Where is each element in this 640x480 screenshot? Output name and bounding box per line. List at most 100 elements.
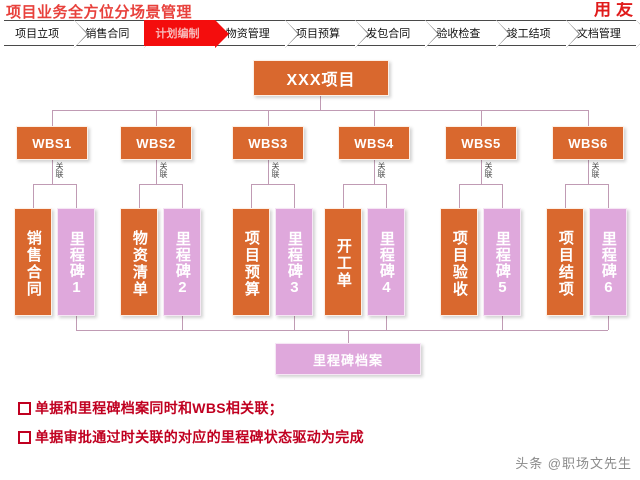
watermark: 头条 @职场文先生 — [515, 456, 632, 471]
wbs-node-1[interactable]: WBS1 — [16, 126, 88, 160]
chevron-arrow-icon — [425, 20, 439, 48]
wbs-node-label: WBS2 — [136, 135, 176, 151]
breadcrumb-step-3[interactable]: 计划编制 — [144, 20, 229, 48]
connector-group-split-4 — [343, 184, 386, 185]
document-node-3[interactable]: 物资清单 — [120, 208, 158, 316]
connector-wbs-drop-2 — [156, 110, 157, 126]
brand-logo: 用 友 — [594, 2, 638, 22]
chevron-arrow-icon — [355, 20, 369, 48]
square-bullet-icon — [18, 402, 31, 415]
milestone-node-2[interactable]: 里程碑1 — [57, 208, 95, 316]
connector-wbs-drop-4 — [374, 110, 375, 126]
milestone-node-8[interactable]: 里程碑4 — [367, 208, 405, 316]
connector-leaf-drop-12 — [608, 184, 609, 208]
connector-archive-stem — [348, 330, 349, 343]
breadcrumb-step-1[interactable]: 项目立项 — [4, 20, 89, 48]
note-item-2: 单据审批通过时关联的对应的里程碑状态驱动为完成 — [18, 427, 618, 447]
connector-milestone-drop-5 — [502, 316, 503, 330]
connector-milestone-drop-2 — [182, 316, 183, 330]
milestone-node-label: 里程碑1 — [67, 230, 85, 297]
connector-leaf-drop-9 — [459, 184, 460, 208]
wbs-node-label: WBS1 — [32, 135, 72, 151]
milestone-node-label: 里程碑4 — [377, 230, 395, 297]
note-item-text: 单据和里程碑档案同时和WBS相关联； — [35, 400, 284, 416]
wbs-node-4[interactable]: WBS4 — [338, 126, 410, 160]
breadcrumb-step-label: 验收检查 — [436, 28, 481, 40]
connector-leaf-drop-4 — [182, 184, 183, 208]
root-node-label: XXX项目 — [286, 72, 356, 89]
brand-logo-char-2: 友 — [616, 2, 633, 20]
milestone-node-6[interactable]: 里程碑3 — [275, 208, 313, 316]
milestone-node-4[interactable]: 里程碑2 — [163, 208, 201, 316]
connector-group-split-2 — [139, 184, 182, 185]
connector-milestone-drop-3 — [294, 316, 295, 330]
connector-group-split-6 — [565, 184, 608, 185]
note-item-text: 单据审批通过时关联的对应的里程碑状态驱动为完成 — [35, 429, 364, 445]
chevron-arrow-icon — [74, 20, 88, 48]
milestone-node-10[interactable]: 里程碑5 — [483, 208, 521, 316]
breadcrumb-step-label: 文档管理 — [576, 28, 621, 40]
connector-group-stem-6 — [588, 160, 589, 184]
wbs-node-6[interactable]: WBS6 — [552, 126, 624, 160]
relation-label-2: 关联 — [159, 162, 168, 178]
document-node-11[interactable]: 项目结项 — [546, 208, 584, 316]
document-node-label: 项目结项 — [556, 229, 574, 298]
relation-label-3: 关联 — [271, 162, 280, 178]
document-node-7[interactable]: 开工单 — [324, 208, 362, 316]
document-node-label: 项目验收 — [450, 229, 468, 298]
brand-logo-char-1: 用 — [594, 2, 611, 20]
connector-group-stem-4 — [374, 160, 375, 184]
connector-milestone-drop-4 — [386, 316, 387, 330]
connector-root-stem — [320, 96, 321, 110]
connector-wbs-drop-6 — [588, 110, 589, 126]
square-bullet-icon — [18, 431, 31, 444]
breadcrumb-step-label: 项目立项 — [15, 28, 60, 40]
breadcrumb-step-label: 发包合同 — [366, 28, 411, 40]
connector-leaf-drop-1 — [33, 184, 34, 208]
relation-label-4: 关联 — [377, 162, 386, 178]
connector-leaf-drop-2 — [76, 184, 77, 208]
document-node-label: 项目预算 — [242, 229, 260, 298]
archive-node-milestone[interactable]: 里程碑档案 — [275, 343, 421, 375]
connector-group-split-1 — [33, 184, 76, 185]
wbs-node-3[interactable]: WBS3 — [232, 126, 304, 160]
document-node-5[interactable]: 项目预算 — [232, 208, 270, 316]
wbs-node-label: WBS3 — [248, 135, 288, 151]
document-node-label: 开工单 — [334, 238, 352, 289]
connector-leaf-drop-11 — [565, 184, 566, 208]
connector-wbs-drop-5 — [481, 110, 482, 126]
milestone-node-label: 里程碑6 — [599, 230, 617, 297]
chevron-arrow-icon — [635, 20, 640, 48]
breadcrumb-step-label: 销售合同 — [85, 28, 130, 40]
breadcrumb-step-label: 项目预算 — [295, 28, 340, 40]
milestone-node-label: 里程碑5 — [493, 230, 511, 297]
chevron-arrow-icon — [495, 20, 509, 48]
connector-leaf-drop-3 — [139, 184, 140, 208]
connector-leaf-drop-6 — [294, 184, 295, 208]
chevron-arrow-icon — [565, 20, 579, 48]
root-node-project[interactable]: XXX项目 — [253, 60, 389, 96]
wbs-node-2[interactable]: WBS2 — [120, 126, 192, 160]
connector-group-stem-2 — [156, 160, 157, 184]
document-node-9[interactable]: 项目验收 — [440, 208, 478, 316]
connector-milestone-drop-1 — [76, 316, 77, 330]
milestone-node-label: 里程碑3 — [285, 230, 303, 297]
milestone-node-12[interactable]: 里程碑6 — [589, 208, 627, 316]
connector-leaf-drop-7 — [343, 184, 344, 208]
connector-group-stem-5 — [481, 160, 482, 184]
note-item-1: 单据和里程碑档案同时和WBS相关联； — [18, 398, 618, 418]
connector-archive-bus — [76, 330, 608, 331]
document-node-1[interactable]: 销售合同 — [14, 208, 52, 316]
wbs-node-label: WBS5 — [461, 135, 501, 151]
connector-group-split-5 — [459, 184, 502, 185]
connector-group-split-3 — [251, 184, 294, 185]
breadcrumb-step-label: 计划编制 — [155, 28, 200, 40]
document-node-label: 物资清单 — [130, 229, 148, 298]
wbs-node-5[interactable]: WBS5 — [445, 126, 517, 160]
document-node-label: 销售合同 — [24, 229, 42, 298]
connector-leaf-drop-8 — [386, 184, 387, 208]
relation-label-1: 关联 — [55, 162, 64, 178]
connector-wbs-drop-3 — [268, 110, 269, 126]
